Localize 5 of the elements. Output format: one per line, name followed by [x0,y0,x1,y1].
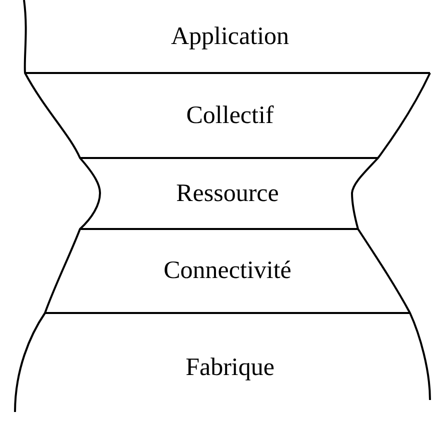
layer-label: Fabrique [186,353,274,384]
layer-label: Application [170,22,290,52]
layer-label: Connectivité [164,256,292,286]
layer-label: Ressource [176,178,279,209]
layer-label: Collectif [186,101,274,132]
